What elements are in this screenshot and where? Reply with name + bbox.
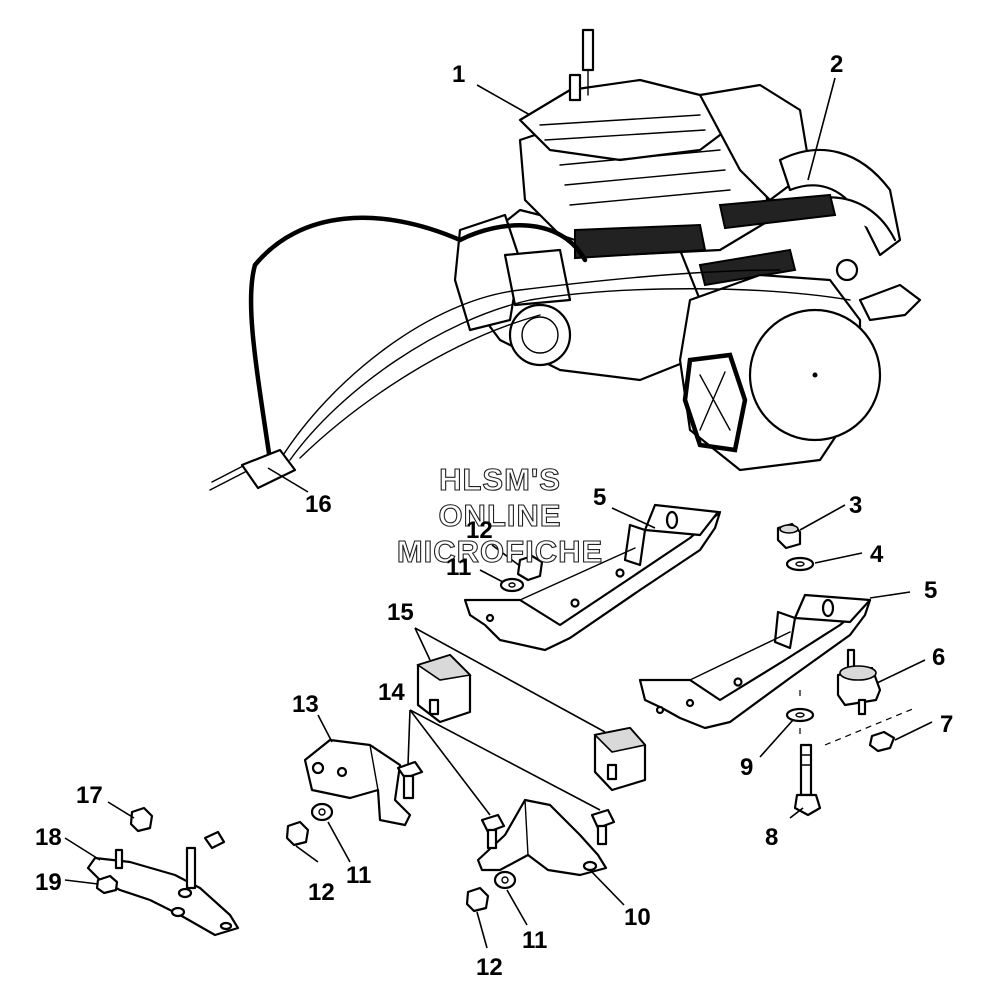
support-bracket-13 bbox=[303, 738, 412, 827]
callout-12-upper: 12 bbox=[466, 517, 493, 544]
callout-16: 16 bbox=[305, 491, 332, 518]
callout-7: 7 bbox=[940, 711, 953, 738]
callout-13: 13 bbox=[292, 691, 319, 718]
callout-8: 8 bbox=[765, 824, 778, 851]
bolt-14-c bbox=[590, 808, 616, 846]
callout-5-lower: 5 bbox=[924, 577, 937, 604]
nut-17 bbox=[129, 806, 154, 833]
callout-12-lower: 12 bbox=[476, 954, 503, 981]
callout-labels: 1 2 3 4 5 5 6 7 8 9 10 11 11 11 12 12 12… bbox=[35, 51, 953, 981]
watermark: HLSM'S ONLINE MICROFICHE bbox=[396, 461, 603, 569]
callout-11-lower: 11 bbox=[522, 927, 547, 954]
callout-17: 17 bbox=[76, 782, 103, 809]
nut-3 bbox=[776, 522, 802, 550]
callout-18: 18 bbox=[35, 824, 62, 851]
nut-7 bbox=[868, 730, 896, 753]
washer-11-upper bbox=[499, 577, 525, 593]
callout-5-upper: 5 bbox=[593, 484, 606, 511]
callout-11-upper: 11 bbox=[446, 554, 471, 581]
washer-4 bbox=[785, 556, 815, 572]
callout-3: 3 bbox=[849, 492, 862, 519]
watermark-line-1: HLSM'S bbox=[439, 462, 561, 497]
isolator-mount-lower bbox=[593, 726, 647, 792]
support-bracket-10 bbox=[476, 798, 608, 877]
engine-assembly bbox=[209, 28, 922, 491]
watermark-line-2: ONLINE bbox=[438, 498, 561, 533]
callout-6: 6 bbox=[932, 644, 945, 671]
engine-bracket-left bbox=[463, 503, 722, 652]
callout-10: 10 bbox=[624, 904, 651, 931]
callout-15: 15 bbox=[387, 599, 414, 626]
washer-11-lower bbox=[493, 870, 517, 890]
nut-19 bbox=[95, 874, 119, 895]
callout-2: 2 bbox=[830, 51, 843, 78]
rubber-mount-6 bbox=[836, 648, 882, 716]
nut-12-upper bbox=[516, 554, 544, 582]
isolator-mount-upper bbox=[416, 653, 472, 724]
bolt-14-b bbox=[480, 813, 506, 850]
washer-11-mid bbox=[310, 802, 334, 822]
watermark-line-3: MICROFICHE bbox=[397, 534, 603, 569]
callout-14: 14 bbox=[378, 679, 405, 706]
callout-12-mid: 12 bbox=[308, 879, 335, 906]
nut-12-mid bbox=[285, 820, 310, 847]
engine-bracket-right bbox=[638, 593, 872, 730]
callout-11-mid: 11 bbox=[346, 862, 371, 889]
bolt-14-a bbox=[396, 760, 424, 800]
bolt-8 bbox=[793, 743, 822, 817]
nut-12-lower bbox=[465, 886, 490, 913]
callout-9: 9 bbox=[740, 754, 753, 781]
leader-lines bbox=[64, 77, 933, 949]
washer-9 bbox=[785, 707, 815, 723]
callout-19: 19 bbox=[35, 869, 62, 896]
callout-1: 1 bbox=[452, 61, 465, 88]
callout-4: 4 bbox=[870, 541, 884, 568]
